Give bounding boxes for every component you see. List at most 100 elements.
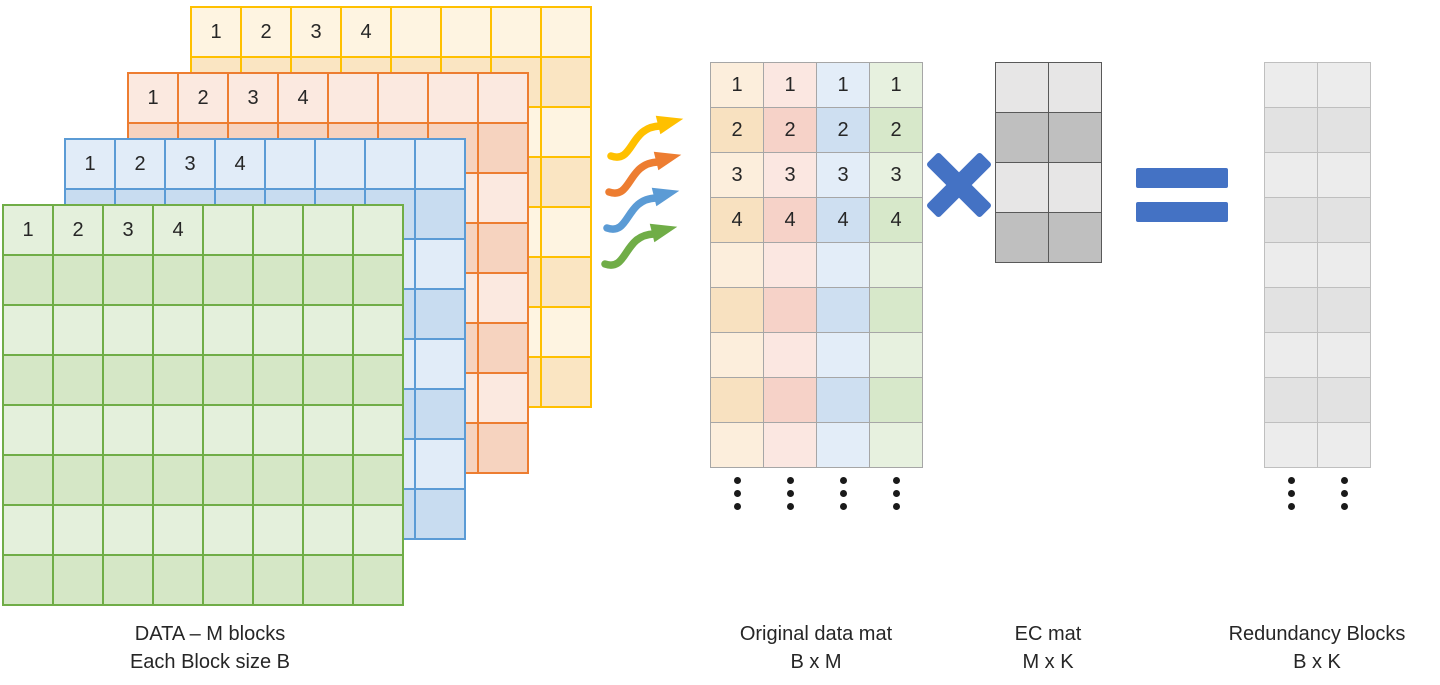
grid-cell — [1265, 288, 1317, 332]
grid-cell — [711, 243, 763, 287]
flow-arrow-yellow — [607, 115, 684, 161]
ellipsis-dots — [1318, 477, 1370, 510]
grid-cell — [4, 356, 52, 404]
grid-cell — [416, 390, 464, 438]
grid-cell — [1318, 108, 1370, 152]
grid-cell — [304, 256, 352, 304]
grid-cell — [542, 208, 590, 256]
equals-bar-bottom — [1136, 202, 1228, 222]
grid-cell — [154, 306, 202, 354]
grid-cell — [542, 258, 590, 306]
grid-cell — [254, 206, 302, 254]
grid-cell: 1 — [711, 63, 763, 107]
grid-cell — [870, 243, 922, 287]
ellipsis-dots — [764, 477, 816, 510]
grid-cell — [104, 506, 152, 554]
grid-cell — [304, 406, 352, 454]
ellipsis-dots — [711, 477, 763, 510]
grid-cell — [817, 423, 869, 467]
grid-cell — [266, 140, 314, 188]
grid-cell — [817, 243, 869, 287]
grid-cell — [204, 306, 252, 354]
grid-cell — [354, 556, 402, 604]
grid-cell — [996, 113, 1048, 162]
grid-cell — [104, 406, 152, 454]
arrow-tail — [603, 194, 660, 233]
grid-cell — [1265, 243, 1317, 287]
grid-cell: 1 — [4, 206, 52, 254]
grid-cell — [817, 378, 869, 422]
caption-line: B x M — [790, 651, 842, 673]
grid-cell — [254, 506, 302, 554]
grid-cell: 3 — [104, 206, 152, 254]
grid-cell — [479, 124, 527, 172]
grid-cell — [254, 406, 302, 454]
grid-cell — [479, 374, 527, 422]
grid-cell: 1 — [66, 140, 114, 188]
grid-cell — [416, 190, 464, 238]
grid-cell — [354, 256, 402, 304]
arrow-head — [655, 115, 684, 135]
grid-cell — [304, 456, 352, 504]
grid-cell — [817, 288, 869, 332]
grid-cell — [870, 423, 922, 467]
grid-cell: 2 — [870, 108, 922, 152]
grid-cell — [416, 240, 464, 288]
grid-cell — [304, 506, 352, 554]
grid-cell: 2 — [711, 108, 763, 152]
ellipsis-dots — [870, 477, 922, 510]
grid-cell — [870, 288, 922, 332]
grid-cell — [1318, 63, 1370, 107]
grid-cell: 3 — [292, 8, 340, 56]
grid-cell — [4, 306, 52, 354]
grid-cell — [479, 174, 527, 222]
grid-cell — [54, 506, 102, 554]
grid-cell — [204, 256, 252, 304]
grid-cell — [479, 424, 527, 472]
grid-cell — [154, 456, 202, 504]
grid-cell — [354, 356, 402, 404]
grid-cell: 2 — [242, 8, 290, 56]
grid-cell — [1265, 333, 1317, 377]
grid-cell — [304, 306, 352, 354]
grid-cell — [354, 506, 402, 554]
grid-cell: 3 — [711, 153, 763, 197]
grid-cell — [711, 378, 763, 422]
grid-cell — [1265, 63, 1317, 107]
arrow-head — [651, 187, 680, 207]
grid-cell — [416, 490, 464, 538]
grid-cell — [764, 333, 816, 377]
grid-cell — [104, 556, 152, 604]
caption-line: EC mat — [1014, 623, 1082, 645]
grid-cell — [817, 333, 869, 377]
grid-cell — [416, 140, 464, 188]
grid-cell — [204, 406, 252, 454]
multiply-icon — [927, 153, 991, 217]
grid-cell — [870, 333, 922, 377]
grid-cell — [1049, 63, 1101, 112]
grid-cell — [104, 456, 152, 504]
grid-cell — [204, 556, 252, 604]
ec-matrix — [995, 62, 1102, 263]
grid-cell — [442, 8, 490, 56]
grid-cell — [254, 356, 302, 404]
arrow-tail — [605, 158, 662, 197]
grid-cell — [154, 256, 202, 304]
grid-cell: 3 — [166, 140, 214, 188]
grid-cell — [392, 8, 440, 56]
grid-cell — [764, 378, 816, 422]
grid-cell: 1 — [870, 63, 922, 107]
grid-cell — [542, 8, 590, 56]
caption-line: M x K — [1022, 651, 1074, 673]
grid-cell — [154, 356, 202, 404]
grid-cell — [354, 406, 402, 454]
grid-cell — [366, 140, 414, 188]
arrow-head — [649, 223, 678, 243]
caption-original-mat: Original data mat B x M — [706, 620, 926, 676]
grid-cell — [329, 74, 377, 122]
grid-cell — [354, 456, 402, 504]
grid-cell: 2 — [179, 74, 227, 122]
grid-cell — [542, 108, 590, 156]
grid-cell — [4, 456, 52, 504]
